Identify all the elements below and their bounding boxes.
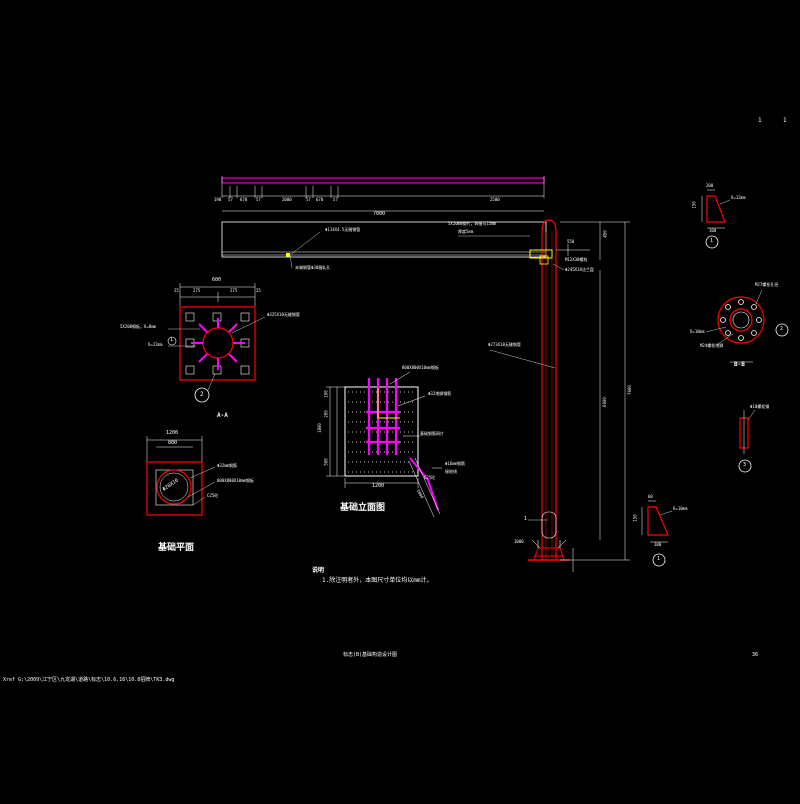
pole-dim-lower: 6000 bbox=[601, 397, 607, 407]
plan-bar-label: Φ32mm钢筋 bbox=[217, 463, 238, 468]
arm-flange-label: Φ245X18法兰盘 bbox=[565, 267, 594, 272]
section-a-dim-2: 275 bbox=[193, 288, 201, 293]
detail-4-mark: 1 bbox=[657, 556, 661, 562]
arm-total-length: 7000 bbox=[373, 211, 386, 217]
arm-dim-1: 190 bbox=[214, 197, 222, 202]
elev-mesh-label: 基础钢筋网片 bbox=[420, 431, 444, 436]
pole-dim-top: 450 bbox=[602, 230, 608, 238]
corner-mark-1: 1 bbox=[758, 117, 762, 124]
arm-dim-4: 57 bbox=[256, 197, 261, 202]
plan-concrete-label: C25砼 bbox=[207, 493, 219, 498]
detail-2-mark: 2 bbox=[780, 326, 784, 332]
plan-inner-dim: 800 bbox=[168, 440, 178, 446]
section-a-dim-3: 275 bbox=[230, 288, 238, 293]
detail-2-plate-label: δ=18mm bbox=[690, 329, 705, 334]
section-a-a bbox=[167, 283, 266, 403]
detail-3-mark: 3 bbox=[743, 462, 747, 468]
foundation-elevation bbox=[326, 371, 442, 518]
elev-height-dim: 1800 bbox=[316, 423, 322, 433]
detail-1-side: 150 bbox=[691, 201, 697, 209]
detail-2-title: B-B bbox=[734, 361, 745, 368]
plan-plate-label: 800X800X10mm钢板 bbox=[217, 478, 254, 483]
cantilever-arm bbox=[221, 221, 547, 269]
arm-dimension-strip bbox=[221, 176, 545, 212]
elev-title: 基础立面图 bbox=[340, 503, 386, 513]
corner-mark-2: 1 bbox=[783, 117, 787, 124]
file-path: Xref G:\2009\江宁区\九龙湖\道路\标志\10.6.16\10.8招… bbox=[3, 677, 175, 683]
section-a-width: 600 bbox=[212, 277, 222, 283]
elev-side-dim-2: 200 bbox=[323, 410, 329, 418]
elev-conduit-label: Φ16mm钢筋 bbox=[445, 461, 466, 466]
sheet-number: 36 bbox=[752, 652, 759, 658]
detail-2 bbox=[705, 289, 789, 363]
detail-2-bolt-label: M24螺栓地脚 bbox=[700, 343, 724, 348]
pole-dimensions bbox=[531, 221, 630, 572]
section-a-title: A-A bbox=[217, 412, 228, 419]
pole bbox=[489, 219, 570, 561]
arm-pipe-label: Φ114X4.5无缝钢管 bbox=[325, 227, 361, 232]
detail-3 bbox=[738, 409, 756, 473]
section-a-callout-1: 1 bbox=[170, 337, 174, 343]
detail-2-ring-label: M27螺栓孔径 bbox=[755, 282, 779, 287]
notes-line-1: 1.除注明者外，本图尺寸单位均以mm计。 bbox=[322, 577, 433, 584]
pole-dim-right: 550 bbox=[567, 239, 575, 244]
section-a-dim-4: 25 bbox=[256, 288, 261, 293]
pole-dim-base: 1000 bbox=[514, 539, 524, 544]
arm-dim-8: 57 bbox=[333, 197, 338, 202]
elev-side-dim-3: 500 bbox=[323, 458, 329, 466]
pole-label: Φ273X10无缝钢管 bbox=[488, 342, 521, 347]
drawing-title: 标志(B)基础构造设计图 bbox=[343, 652, 398, 658]
arm-dim-5: 2000 bbox=[282, 197, 292, 202]
arm-dim-9: 2500 bbox=[490, 197, 500, 202]
section-a-thickness-label: δ=22mm bbox=[148, 342, 163, 347]
arm-end-plate-label: 末端钢管Φ38缝轧孔 bbox=[295, 265, 331, 270]
elev-bar-label: Φ32地脚钢筋 bbox=[428, 391, 452, 396]
plan-outer-dim: 1200 bbox=[166, 430, 179, 436]
notes-heading: 说明 bbox=[312, 567, 325, 574]
detail-4-side: 150 bbox=[632, 514, 638, 522]
elev-concrete-label: C25砼 bbox=[424, 475, 436, 480]
pole-dim-total: 7000 bbox=[626, 385, 632, 395]
detail-1 bbox=[701, 189, 731, 249]
arm-cap-label: 5X20mm钢片，焊接与15mm bbox=[448, 221, 497, 226]
detail-4-label: δ=10mm bbox=[673, 506, 688, 511]
pole-detail-mark: 1 bbox=[524, 516, 528, 522]
detail-4 bbox=[641, 500, 673, 567]
plan-title: 基础平面 bbox=[158, 543, 195, 553]
arm-dim-7: 670 bbox=[316, 197, 324, 202]
elev-plate-label: 800X800X10mm钢板 bbox=[402, 365, 439, 370]
arm-dim-2: 57 bbox=[228, 197, 233, 202]
arm-bolt-label: M12X30螺栓 bbox=[565, 257, 588, 262]
detail-1-mark: 1 bbox=[710, 238, 714, 244]
detail-4-bottom: 100 bbox=[654, 542, 662, 547]
elev-side-dim-1: 100 bbox=[323, 390, 329, 398]
section-a-stiffener-label: 5X200钢板，δ=8mm bbox=[120, 324, 157, 329]
section-a-dim-1: 25 bbox=[174, 288, 179, 293]
detail-1-bottom: 100 bbox=[709, 228, 717, 233]
arm-cap-label2: 厚度5mm bbox=[458, 229, 474, 234]
arm-dim-6: 57 bbox=[306, 197, 311, 202]
section-a-pipe-label: Φ325X10无缝钢管 bbox=[267, 312, 300, 317]
arm-dim-3: 670 bbox=[240, 197, 248, 202]
foundation-plan bbox=[146, 436, 216, 516]
detail-1-top: 200 bbox=[706, 183, 714, 188]
detail-4-top: 60 bbox=[648, 494, 653, 499]
detail-3-label: Φ10螺栓钢 bbox=[750, 404, 770, 409]
section-a-callout-2: 2 bbox=[200, 391, 204, 398]
elev-conduit-label2: 接地线 bbox=[445, 469, 457, 474]
elev-width-dim: 1200 bbox=[372, 483, 385, 489]
detail-1-label: δ=12mm bbox=[731, 195, 746, 200]
